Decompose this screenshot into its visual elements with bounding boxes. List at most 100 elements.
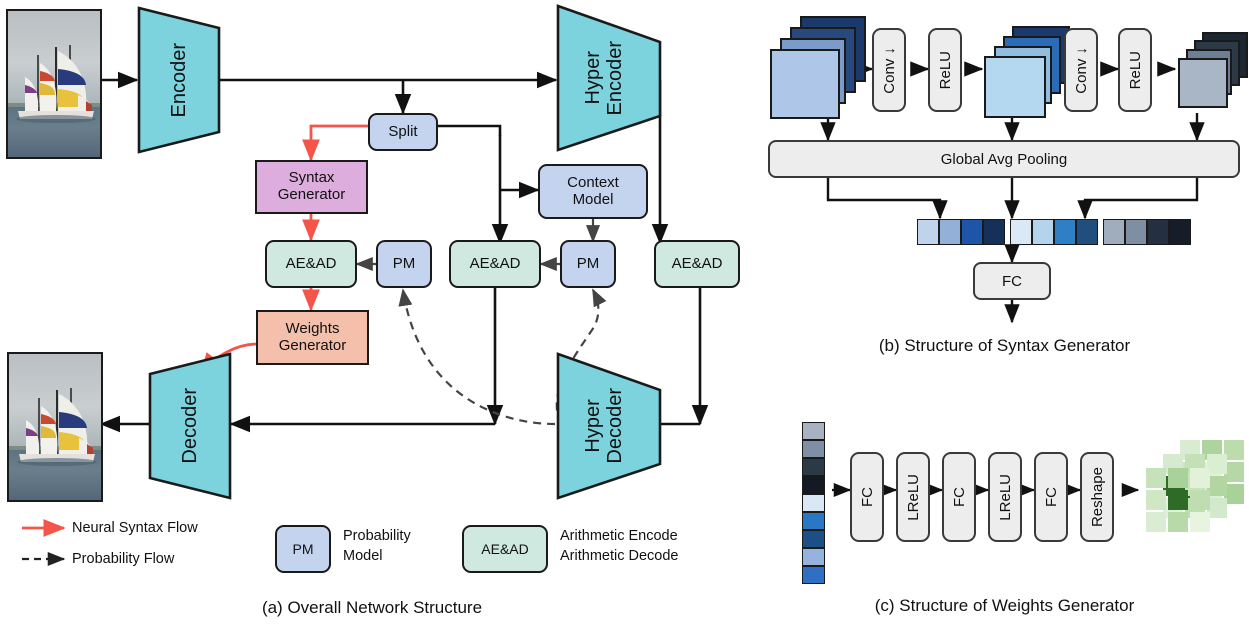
- hyper-decoder-block[interactable]: Hyper Decoder: [556, 352, 662, 500]
- vector-cell: [983, 219, 1005, 245]
- encoder-label: Encoder: [168, 42, 190, 118]
- legend-aead-desc: Arithmetic Encode Arithmetic Decode: [560, 527, 678, 566]
- reshape-label: Reshape: [1088, 466, 1106, 528]
- vector-cell: [1147, 219, 1169, 245]
- vector-cell: [1010, 219, 1032, 245]
- fc3-op[interactable]: FC: [1034, 452, 1068, 542]
- vector-cell: [917, 219, 939, 245]
- vector-cell: [802, 440, 825, 458]
- pm-mid-label: PM: [576, 254, 600, 272]
- reshape-op[interactable]: Reshape: [1080, 452, 1114, 542]
- feature-map-stack-2: [984, 26, 1070, 118]
- vector-cell: [802, 530, 825, 548]
- reshape-grid-cell: [1224, 440, 1244, 460]
- context-model-label-line1: Context: [567, 173, 619, 191]
- pooled-feature-vector: [917, 219, 1191, 245]
- lrelu1-label: LReLU: [904, 473, 922, 521]
- context-model-node[interactable]: Context Model: [538, 164, 648, 219]
- pm-mid-node[interactable]: PM: [560, 240, 616, 288]
- weights-generator-label-line1: Weights: [285, 319, 340, 337]
- lrelu1-op[interactable]: LReLU: [896, 452, 930, 542]
- legend-neural-syntax-flow-label: Neural Syntax Flow: [72, 520, 198, 536]
- lrelu2-label: LReLU: [996, 473, 1014, 521]
- reshape-grid-cell: [1168, 512, 1188, 532]
- legend-probability-flow-label: Probability Flow: [72, 551, 175, 567]
- vector-cell: [802, 422, 825, 440]
- ae-ad-left-node[interactable]: AE&AD: [265, 240, 357, 288]
- vector-cell: [1032, 219, 1054, 245]
- encoder-block[interactable]: Encoder: [137, 6, 221, 154]
- reshape-grid-cell: [1190, 468, 1210, 488]
- legend-pm-key-label: PM: [292, 541, 314, 557]
- reshape-grid-cell: [1168, 490, 1188, 510]
- fc1-label: FC: [858, 487, 876, 507]
- relu2-op[interactable]: ReLU: [1118, 28, 1152, 112]
- conv1-label: Conv ↓: [880, 46, 898, 94]
- ae-ad-right-label: AE&AD: [671, 254, 723, 272]
- fc2-op[interactable]: FC: [942, 452, 976, 542]
- relu1-op[interactable]: ReLU: [928, 28, 962, 112]
- reshape-grid-cell: [1146, 490, 1166, 510]
- ae-ad-left-label: AE&AD: [285, 254, 337, 272]
- legend-pm-desc-line1: Probability: [343, 528, 411, 544]
- weights-input-vector: [802, 422, 825, 584]
- decoder-block[interactable]: Decoder: [148, 352, 232, 500]
- vector-cell: [939, 219, 961, 245]
- global-avg-pooling-label: Global Avg Pooling: [940, 150, 1068, 168]
- hyper-encoder-label-line2: Encoder: [604, 40, 626, 116]
- reshape-grid-cell: [1224, 484, 1244, 504]
- reshape-grid-cell: [1190, 512, 1210, 532]
- panel-c-caption: (c) Structure of Weights Generator: [874, 596, 1135, 615]
- ae-ad-right-node[interactable]: AE&AD: [654, 240, 740, 288]
- ae-ad-mid-node[interactable]: AE&AD: [449, 240, 541, 288]
- sailboat-art: [16, 45, 96, 123]
- hyper-decoder-label-line1: Hyper: [582, 399, 604, 453]
- legend-aead-key-label: AE&AD: [481, 541, 529, 557]
- global-avg-pooling-op[interactable]: Global Avg Pooling: [768, 140, 1240, 178]
- fc3-label: FC: [1042, 487, 1060, 507]
- fc1-op[interactable]: FC: [850, 452, 884, 542]
- reshape-grid-cell: [1207, 476, 1227, 496]
- vector-cell: [802, 566, 825, 584]
- conv1-op[interactable]: Conv ↓: [872, 28, 906, 112]
- relu1-label: ReLU: [936, 50, 954, 90]
- legend-pm-key: PM: [275, 525, 331, 573]
- hyper-encoder-label-line1: Hyper: [582, 51, 604, 105]
- ae-ad-mid-label: AE&AD: [469, 254, 521, 272]
- pm-left-node[interactable]: PM: [376, 240, 432, 288]
- vector-cell: [802, 512, 825, 530]
- legend-pm-desc: Probability Model: [343, 527, 411, 566]
- vector-cell: [961, 219, 983, 245]
- vector-cell: [802, 494, 825, 512]
- sailboat-art-out: [17, 388, 97, 466]
- vector-cell: [1103, 219, 1125, 245]
- split-label: Split: [388, 122, 418, 140]
- fc-op[interactable]: FC: [973, 262, 1051, 300]
- feature-map-stack-3: [1178, 32, 1248, 112]
- lrelu2-op[interactable]: LReLU: [988, 452, 1022, 542]
- reshape-grid-cell: [1146, 468, 1166, 488]
- hyper-encoder-block[interactable]: Hyper Encoder: [556, 4, 662, 152]
- split-node[interactable]: Split: [368, 113, 438, 151]
- weights-generator-node[interactable]: Weights Generator: [256, 310, 369, 365]
- syntax-generator-label-line2: Generator: [277, 186, 346, 203]
- legend-aead-desc-line1: Arithmetic Encode: [560, 528, 678, 544]
- reshape-grid-cell: [1207, 498, 1227, 518]
- reshape-grid-cell: [1190, 490, 1210, 510]
- hyper-decoder-label-line2: Decoder: [604, 388, 626, 464]
- legend-arrows: [22, 519, 66, 567]
- relu2-label: ReLU: [1126, 50, 1144, 90]
- vector-cell: [1076, 219, 1098, 245]
- vector-cell: [802, 476, 825, 494]
- reshaped-weight-grids: [1146, 440, 1249, 558]
- vector-cell: [802, 548, 825, 566]
- syntax-generator-node[interactable]: Syntax Generator: [255, 160, 368, 214]
- feature-map-stack-1: [770, 16, 866, 119]
- syntax-generator-label-line1: Syntax: [288, 169, 335, 187]
- reshape-grid-cell: [1224, 462, 1244, 482]
- reshape-grid-cell: [1207, 454, 1227, 474]
- fc2-label: FC: [950, 487, 968, 507]
- conv2-op[interactable]: Conv ↓: [1064, 28, 1098, 112]
- output-image: [7, 352, 103, 502]
